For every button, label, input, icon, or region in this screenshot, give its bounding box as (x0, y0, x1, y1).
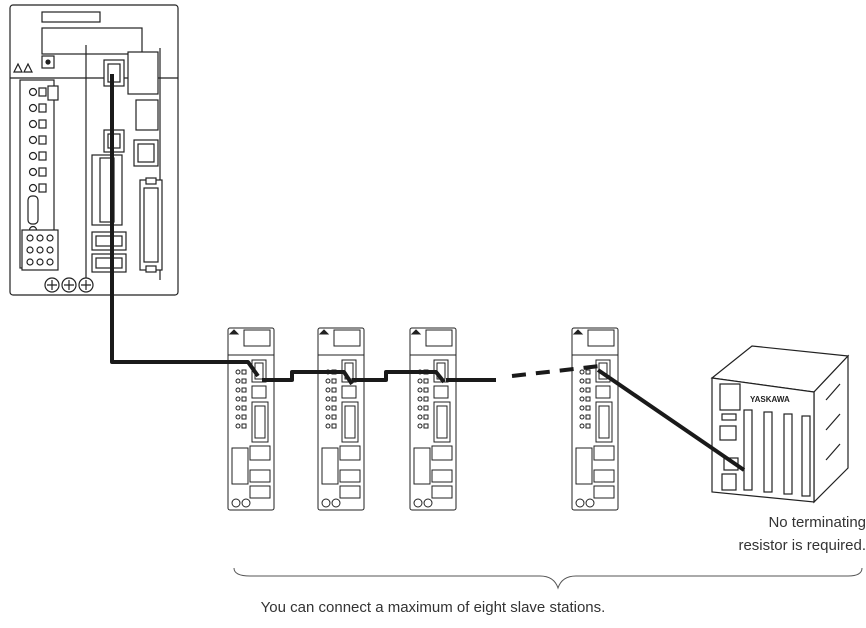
host-brand-label: YASKAWA (750, 395, 790, 404)
slave-servo-drive (228, 328, 274, 510)
host-controller: YASKAWA (712, 346, 848, 502)
slave-servo-drive (410, 328, 456, 510)
terminator-note-line2: resistor is required. (666, 537, 866, 554)
slave-servo-drive (572, 328, 618, 510)
master-servo-drive (10, 5, 178, 295)
max-stations-caption: You can connect a maximum of eight slave… (0, 599, 866, 616)
slave-servo-drive (318, 328, 364, 510)
terminator-note-line1: No terminating (666, 514, 866, 531)
slave-group-brace (234, 568, 862, 588)
